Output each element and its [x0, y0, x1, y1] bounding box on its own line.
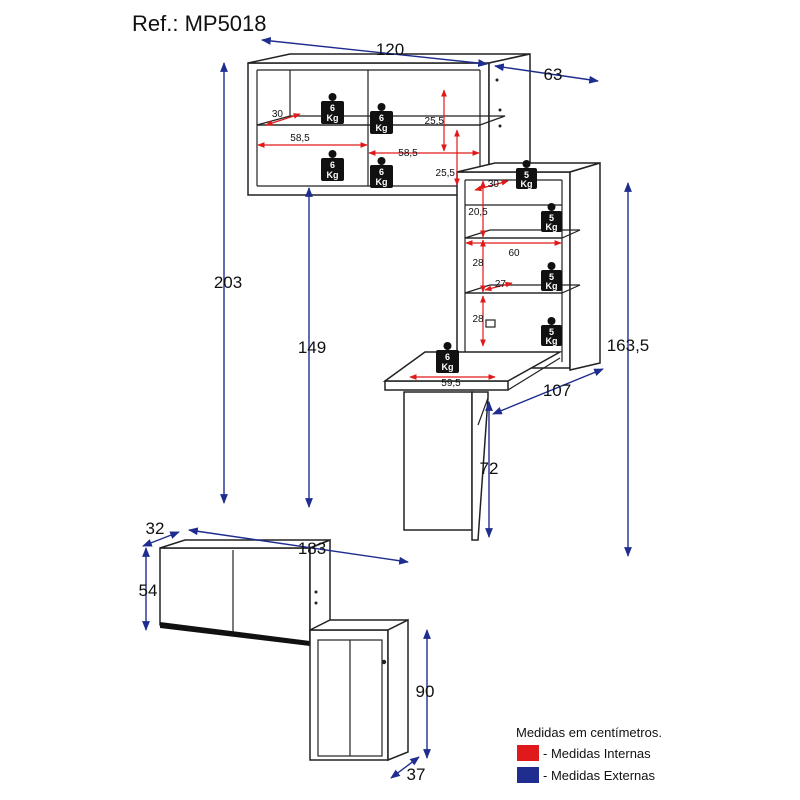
folding-desk [382, 351, 563, 541]
dim-upper-width-right: 58,5 [398, 148, 418, 159]
svg-text:5: 5 [549, 272, 554, 282]
dim-side-gap-3: 28 [472, 314, 484, 325]
weight-icon: 5 Kg [541, 262, 562, 291]
dim-desk-height: 72 [480, 459, 499, 478]
svg-text:Kg: Kg [376, 177, 388, 187]
dim-side-shelf-depth-mid: 27 [495, 279, 507, 290]
reference-code: Ref.: MP5018 [132, 11, 267, 36]
dim-upper-shelf-depth: 30 [272, 109, 284, 120]
dim-side-gap-1: 20,5 [468, 207, 488, 218]
dim-side-height: 163,5 [607, 336, 650, 355]
dim-total-height: 203 [214, 273, 242, 292]
svg-text:Kg: Kg [546, 281, 558, 291]
dim-plan-depth-top: 32 [146, 519, 165, 538]
dim-plan-height-upper: 54 [139, 581, 158, 600]
weight-icon: 6 Kg [321, 93, 344, 124]
svg-text:Kg: Kg [546, 222, 558, 232]
svg-text:5: 5 [549, 213, 554, 223]
svg-text:Kg: Kg [546, 336, 558, 346]
svg-text:5: 5 [549, 327, 554, 337]
legend-swatch-internal [517, 745, 539, 761]
dim-upper-width-left: 58,5 [290, 133, 310, 144]
svg-text:6: 6 [445, 352, 450, 362]
dim-side-shelf-width: 60 [508, 248, 520, 259]
svg-text:Kg: Kg [442, 362, 454, 372]
legend-swatch-external [517, 767, 539, 783]
weight-icon: 5 Kg [541, 203, 562, 232]
svg-text:6: 6 [379, 167, 384, 177]
dim-desk-surface-width: 59,5 [441, 378, 461, 389]
legend-external: - Medidas Externas [543, 768, 655, 783]
dim-upper-bottom-height: 149 [298, 338, 326, 357]
svg-text:Kg: Kg [521, 179, 533, 189]
svg-text:Kg: Kg [376, 123, 388, 133]
dim-side-shelf-depth-top: 30 [488, 179, 500, 190]
weight-icon: 6 Kg [321, 150, 344, 181]
svg-text:5: 5 [524, 170, 529, 180]
legend-title: Medidas em centímetros. [516, 725, 662, 740]
dim-plan-depth-lower: 37 [407, 765, 426, 784]
dim-upper-gap-bottom: 25,5 [436, 168, 456, 179]
legend-internal: - Medidas Internas [543, 746, 651, 761]
closed-lower-cabinet [309, 618, 409, 762]
weight-icon: 5 Kg [516, 160, 537, 189]
dim-plan-height-lower: 90 [416, 682, 435, 701]
dim-upper-width: 120 [376, 40, 404, 59]
svg-text:Kg: Kg [327, 113, 339, 123]
closed-upper-cabinet [159, 538, 331, 646]
dim-upper-depth: 63 [544, 65, 563, 84]
weight-icon: 6 Kg [370, 157, 393, 188]
weight-icon: 6 Kg [370, 103, 393, 134]
dim-upper-gap-top: 25,5 [425, 116, 445, 127]
dim-desk-depth: 107 [543, 381, 571, 400]
svg-text:6: 6 [379, 113, 384, 123]
external-dimensions: 120 63 203 149 163,5 107 72 32 183 54 90… [139, 37, 650, 784]
svg-text:6: 6 [330, 160, 335, 170]
dim-side-gap-2: 28 [472, 258, 484, 269]
svg-text:6: 6 [330, 103, 335, 113]
weight-icon: 5 Kg [541, 317, 562, 346]
legend: Medidas em centímetros. - Medidas Intern… [516, 725, 662, 783]
internal-dimensions: 30 58,5 58,5 25,5 25,5 30 20,5 60 28 27 … [257, 89, 562, 389]
svg-text:Kg: Kg [327, 170, 339, 180]
dim-plan-width: 183 [298, 539, 326, 558]
weight-icon: 6 Kg [436, 342, 459, 373]
